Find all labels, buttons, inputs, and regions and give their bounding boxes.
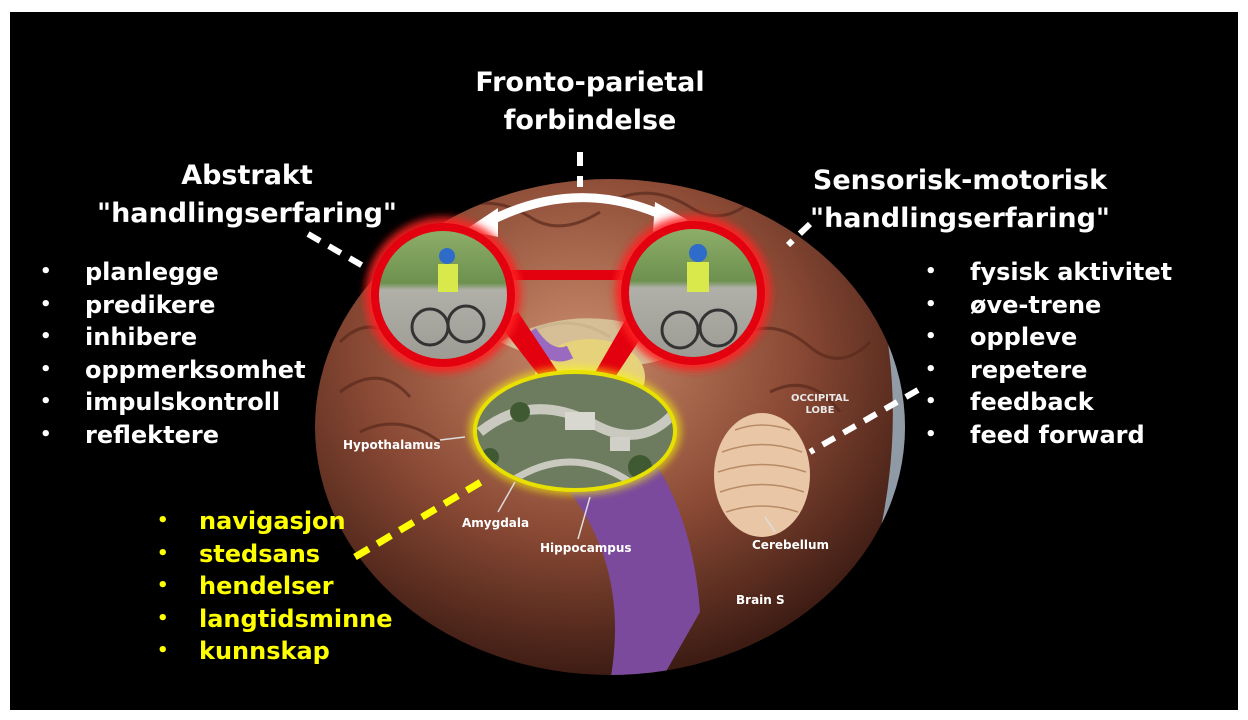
label-cerebellum: Cerebellum: [752, 538, 829, 552]
left-bullet-list: planlegge predikere inhibere oppmerksomh…: [40, 256, 306, 451]
list-item: stedsans: [157, 538, 393, 571]
label-hypothalamus: Hypothalamus: [343, 438, 440, 452]
list-item: kunnskap: [157, 635, 393, 668]
list-item: langtidsminne: [157, 603, 393, 636]
title-right-line-1: Sensorisk-motorisk: [785, 162, 1135, 200]
title-top-line-1: Fronto-parietal: [435, 64, 745, 102]
list-item: feedback: [925, 386, 1172, 419]
list-item: impulskontroll: [40, 386, 306, 419]
slide: Fronto-parietal forbindelse Abstrakt "ha…: [10, 12, 1238, 710]
label-occipital-line-2: LOBE: [785, 405, 855, 417]
photo-circle-left: [365, 217, 521, 373]
map-ellipse: [469, 367, 681, 495]
label-brain-stem: Brain S: [736, 593, 785, 607]
list-item: oppleve: [925, 321, 1172, 354]
title-sensorisk-motorisk: Sensorisk-motorisk "handlingserfaring": [785, 162, 1135, 238]
title-fronto-parietal: Fronto-parietal forbindelse: [435, 64, 745, 140]
list-item: navigasjon: [157, 505, 393, 538]
list-item: repetere: [925, 354, 1172, 387]
label-amygdala: Amygdala: [462, 516, 529, 530]
title-left-line-2: "handlingserfaring": [82, 195, 412, 233]
list-item: inhibere: [40, 321, 306, 354]
list-item: oppmerksomhet: [40, 354, 306, 387]
list-item: fysisk aktivitet: [925, 256, 1172, 289]
list-item: predikere: [40, 289, 306, 322]
title-right-line-2: "handlingserfaring": [785, 200, 1135, 238]
list-item: feed forward: [925, 419, 1172, 452]
photo-circle-right: [615, 215, 771, 371]
title-abstrakt: Abstrakt "handlingserfaring": [82, 157, 412, 233]
label-occipital-line-1: OCCIPITAL: [785, 393, 855, 405]
list-item: planlegge: [40, 256, 306, 289]
right-bullet-list: fysisk aktivitet øve-trene oppleve repet…: [925, 256, 1172, 451]
title-top-line-2: forbindelse: [435, 102, 745, 140]
label-hippocampus: Hippocampus: [540, 541, 632, 555]
title-left-line-1: Abstrakt: [82, 157, 412, 195]
cerebellum-shape: [714, 413, 810, 537]
label-occipital-lobe: OCCIPITAL LOBE: [785, 393, 855, 417]
yellow-bullet-list: navigasjon stedsans hendelser langtidsmi…: [157, 505, 393, 668]
list-item: hendelser: [157, 570, 393, 603]
list-item: reflektere: [40, 419, 306, 452]
list-item: øve-trene: [925, 289, 1172, 322]
